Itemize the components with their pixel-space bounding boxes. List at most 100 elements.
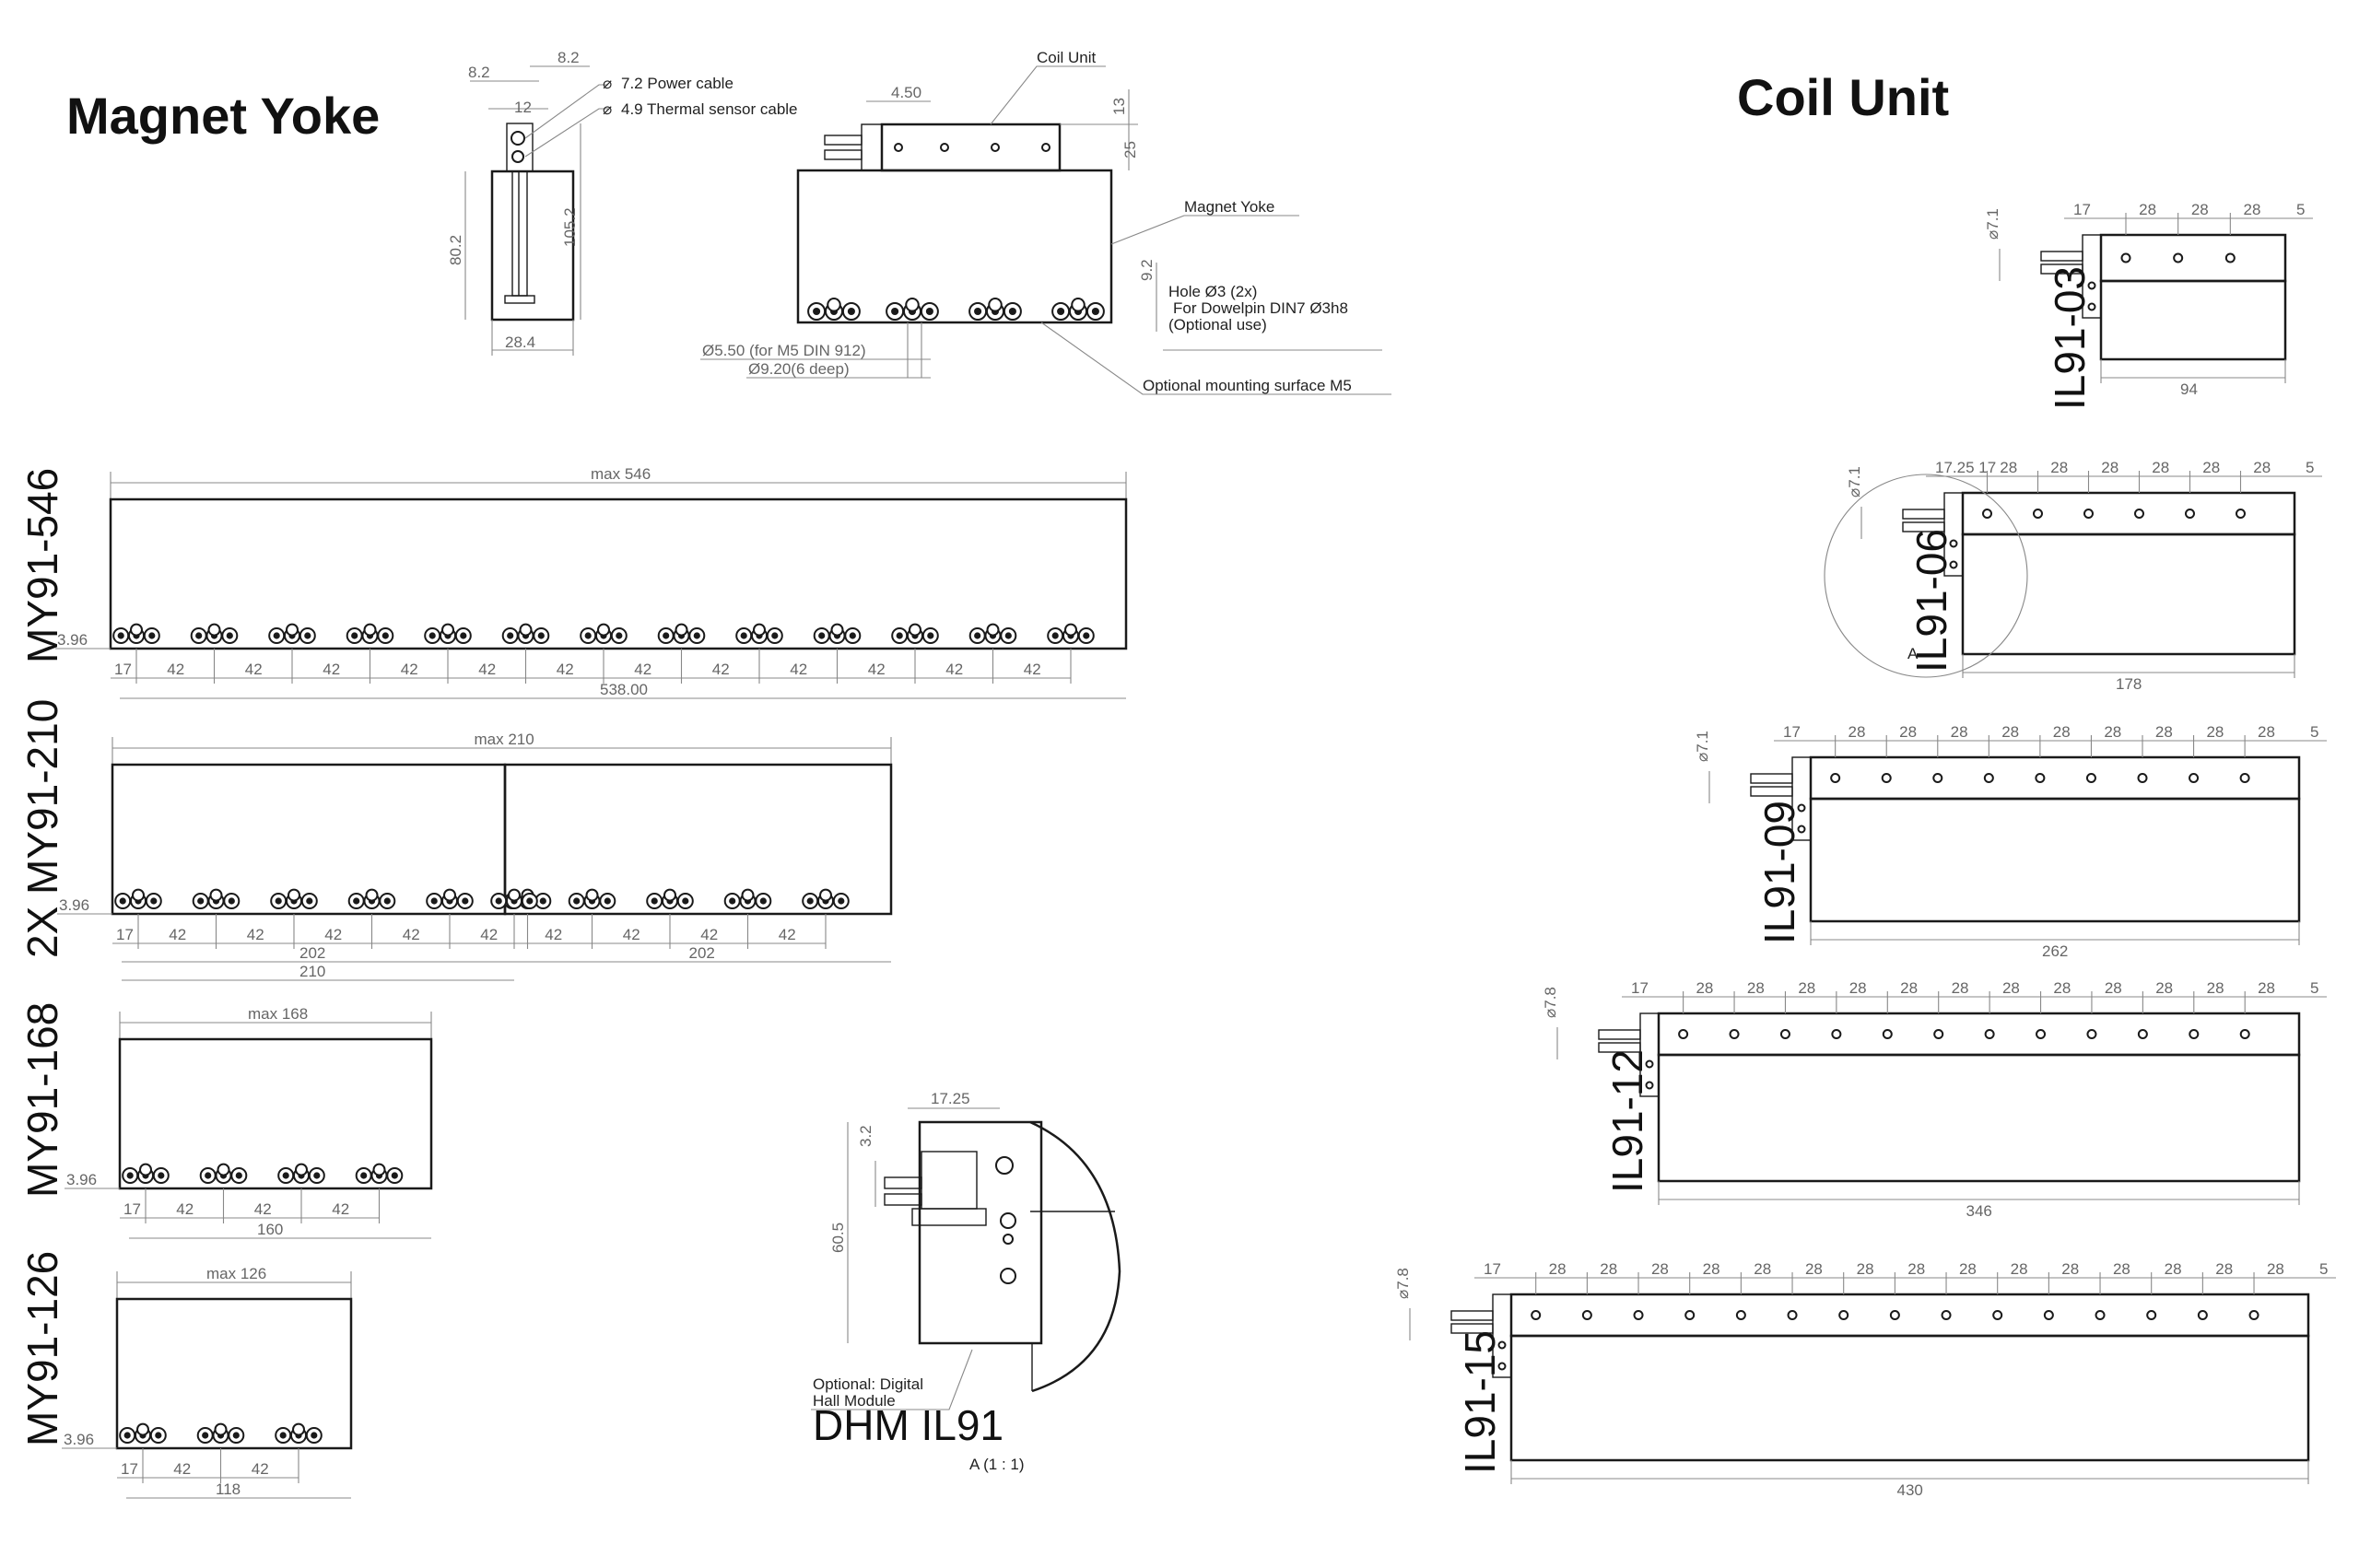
coil-length-dim: 346 [1966,1202,1992,1220]
coil-pitch-dim: 28 [2105,979,2122,997]
coil-pitch-dim: 28 [1952,979,1969,997]
coil-pitch-dim: 28 [1805,1260,1823,1278]
dim-12: 12 [514,99,532,116]
coil-unit-title: Coil Unit [1737,68,1949,126]
hall-note-2: Hall Module [813,1392,896,1410]
yoke-pitch-dim: 42 [790,661,807,678]
dim-1725-detail: 17.25 [931,1090,970,1107]
hall-model: DHM IL91 [813,1401,1003,1449]
coil-pitch-dim: 28 [1959,1260,1977,1278]
coil-pitch-dim: 28 [2215,1260,2233,1278]
dim-450: 4.50 [891,84,921,101]
dim-25: 25 [1121,141,1139,158]
dim-13: 13 [1110,98,1128,115]
yoke-total-dim: 118 [216,1480,241,1498]
coil-pitch-dim: 28 [1754,1260,1771,1278]
yoke-model-label: MY91-168 [18,1002,66,1198]
yoke-pitch-dim: 42 [245,661,263,678]
thermal-cable-label: 4.9 Thermal sensor cable [621,100,798,118]
coil-pitch-dim: 28 [2258,723,2275,741]
hole-note-3: (Optional use) [1168,316,1267,333]
yoke-pitch-dim: 42 [779,926,796,943]
dim-605: 60.5 [829,1223,847,1253]
power-cable-icon: ⌀ [603,75,612,92]
coil-pitch-dim: 28 [2165,1260,2182,1278]
coil-pitch-dim: 28 [1798,979,1815,997]
coil-end-dim: 5 [2319,1260,2328,1278]
coil-pitch-dim: 28 [1651,1260,1669,1278]
coil-pitch-dim: 28 [1849,979,1867,997]
coil-unit-leader-label: Coil Unit [1037,49,1097,66]
coil-model-label: IL91-06 [1907,529,1955,673]
coil-pitch-dim: 28 [2155,979,2173,997]
yoke-pitch-dim: 42 [868,661,886,678]
coil-model-label: IL91-15 [1456,1330,1504,1474]
magnet-yoke-leader-label: Magnet Yoke [1184,198,1274,216]
hole-note-1: Hole Ø3 (2x) [1168,283,1257,300]
coil-end-dim: 5 [2310,979,2318,997]
coil-pitch-dim: 28 [2206,723,2224,741]
yoke-pitch-dim: 42 [167,661,184,678]
coil-start-dim: 17 [1484,1260,1501,1278]
yoke-pitch-dim: 42 [634,661,651,678]
coil-length-dim: 430 [1897,1481,1923,1499]
coil-pitch-dim: 28 [2155,723,2173,741]
coil-length-dim: 178 [2116,675,2142,693]
coil-pitch-dim: 28 [1600,1260,1617,1278]
yoke-pitch-dim: 42 [403,926,420,943]
coil-pitch-dim: 28 [2207,979,2224,997]
coil-pitch-dim: 28 [1747,979,1765,997]
coil-length-dim: 262 [2042,942,2068,960]
coil-model-label: IL91-03 [2046,266,2094,410]
yoke-start-dim: 17 [114,661,132,678]
coil-end-dim: 5 [2296,201,2305,218]
dim-82-a: 8.2 [468,64,490,81]
coil-pitch-dim: 28 [1703,1260,1720,1278]
coil-pitch-dim: 28 [2002,979,2020,997]
coil-pitch-dim: 28 [1857,1260,1874,1278]
dim-32: 3.2 [857,1125,874,1147]
coil-length-dim: 94 [2180,380,2198,398]
detail-label: A (1 : 1) [969,1456,1025,1473]
coil-pitch-dim: 28 [2244,201,2261,218]
yoke-pitch-dim: 42 [545,926,562,943]
coil-pitch-dim: 28 [1848,723,1866,741]
assembly-view: Coil Unit Magnet Yoke 4.50 13 25 9.2 Hol… [700,49,1391,395]
hall-note-1: Optional: Digital [813,1375,923,1393]
coil-pitch-dim: 28 [1951,723,1968,741]
dim-92: 9.2 [1138,259,1156,281]
coil-pitch-dim: 28 [2191,201,2209,218]
coil-start-dim: 17 [1631,979,1649,997]
yoke-pitch-dim: 42 [557,661,574,678]
coil-dia-dim: ⌀7.1 [1846,466,1863,497]
coil-pitch-dim: 28 [2000,459,2017,476]
yoke-pitch-dim: 42 [247,926,264,943]
dim-82-b: 8.2 [557,49,580,66]
coil-pitch-dim: 28 [2001,723,2019,741]
yoke-pitch-dim: 42 [700,926,718,943]
coil-pitch-dim: 28 [1907,1260,1925,1278]
yoke-sub-dim-b: 202 [689,944,715,962]
dim-802: 80.2 [447,235,464,265]
coil-dia-dim: ⌀7.1 [1984,208,2001,240]
yoke-pitch-dim: 42 [478,661,496,678]
coil-model-label: IL91-12 [1603,1049,1651,1193]
yoke-pitch-dim: 42 [169,926,186,943]
coil-dia-dim: ⌀7.8 [1394,1268,1412,1299]
yoke-sub-dim-a: 202 [299,944,325,962]
yoke-total-dim: 538.00 [600,681,648,698]
coil-start-dim: 17 [2073,201,2091,218]
yoke-pitch-dim: 42 [480,926,498,943]
coil-start-dim: 17.25 17 [1935,459,1996,476]
yoke-pitch-dim: 42 [324,926,342,943]
coil-pitch-dim: 28 [2152,459,2169,476]
coil-pitch-dim: 28 [2101,459,2118,476]
